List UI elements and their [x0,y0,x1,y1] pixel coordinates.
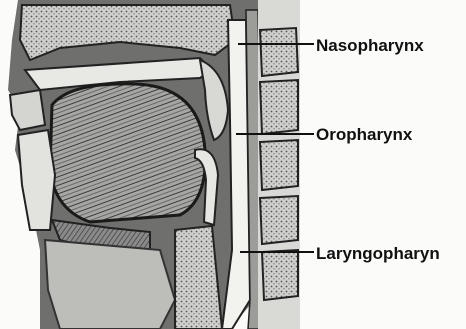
label-laryngopharynx: Laryngopharyn [316,245,440,262]
label-nasopharynx: Nasopharynx [316,37,424,54]
upper-lip [10,90,45,130]
lower-lip [18,130,55,230]
label-oropharynx: Oropharynx [316,126,412,143]
vertebra-1 [260,28,298,76]
vertebra-4 [260,196,298,244]
neck-tissue [45,240,175,329]
vertebra-5 [262,250,298,300]
vertebra-2 [260,80,298,134]
vertebrae [260,28,298,300]
vertebra-3 [260,140,298,190]
tongue [50,84,205,222]
